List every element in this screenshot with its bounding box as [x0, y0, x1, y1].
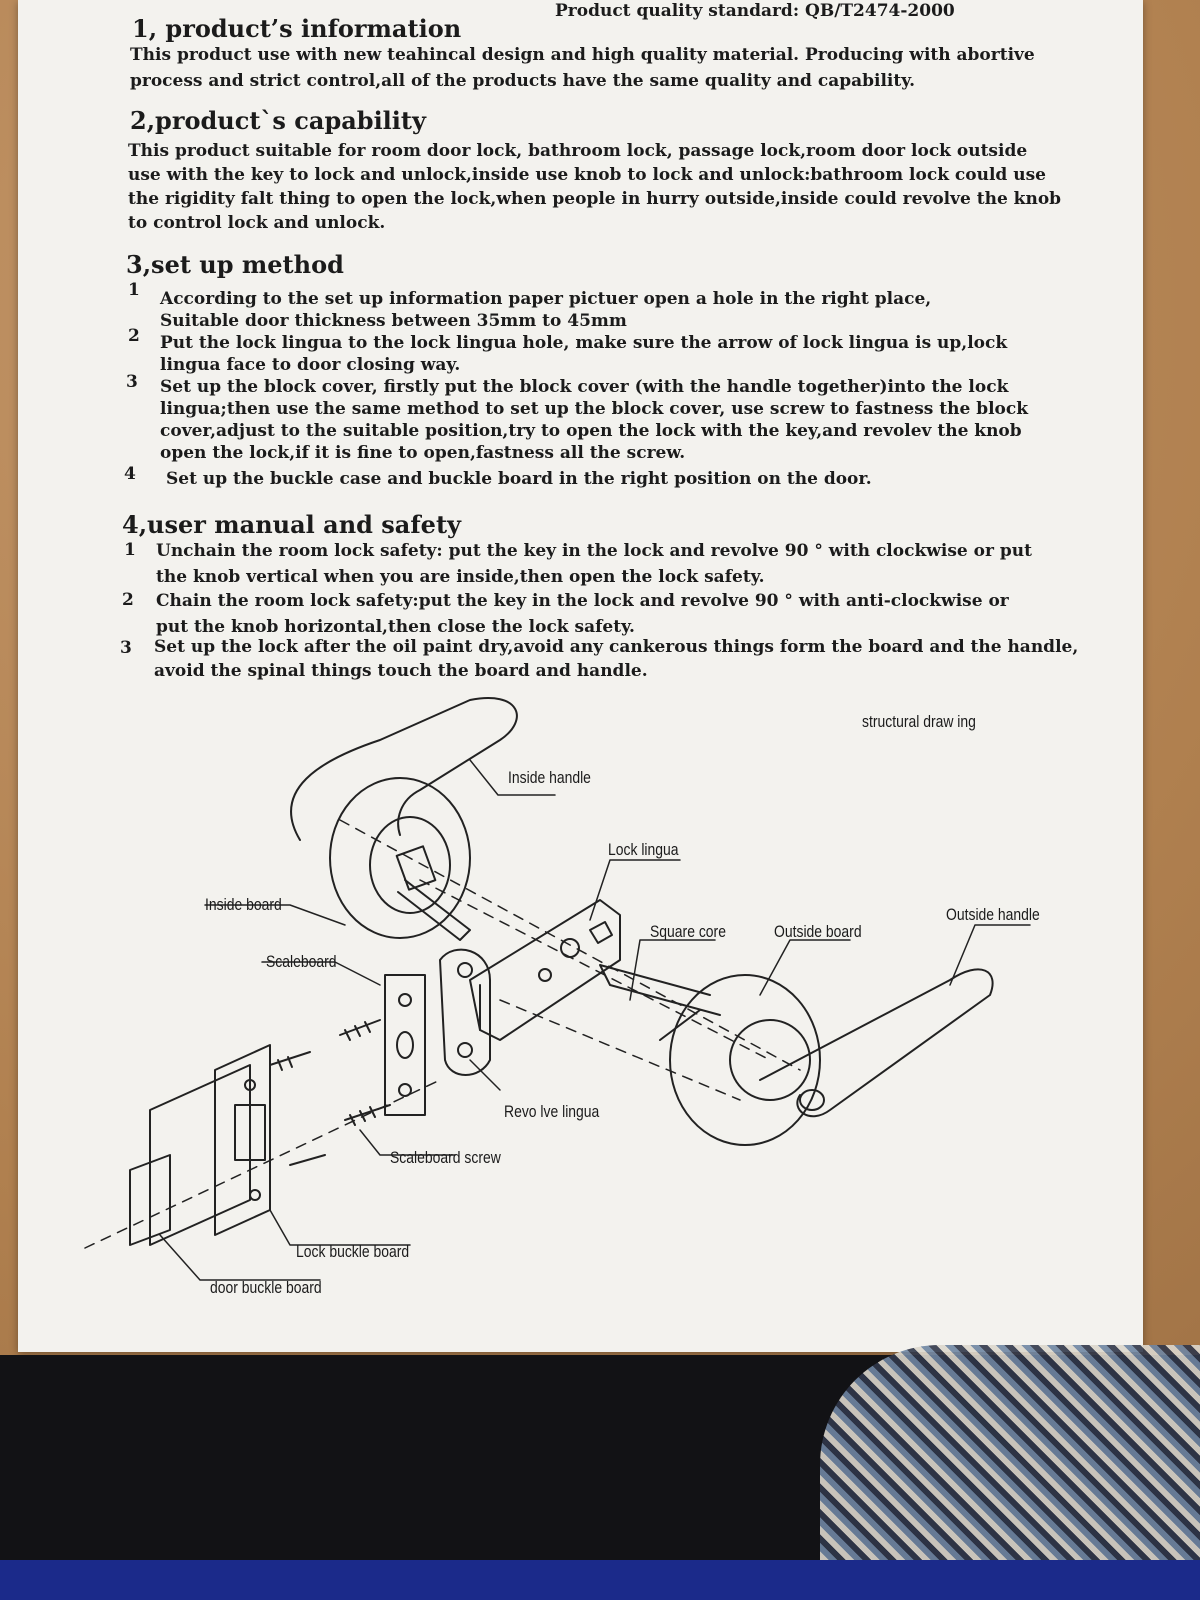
setup-step-number: 2 — [128, 326, 140, 346]
setup-step-line: Set up the buckle case and buckle board … — [166, 469, 872, 489]
quality-standard: Product quality standard: QB/T2474-2000 — [555, 1, 955, 21]
capability-line: This product suitable for room door lock… — [128, 141, 1028, 161]
manual-item-number: 1 — [124, 540, 136, 560]
section-heading-manual: 4,user manual and safety — [122, 510, 461, 539]
label-lock-buckle-board: Lock buckle board — [296, 1242, 410, 1261]
scaleboard-shape — [439, 948, 491, 1076]
setup-step-number: 4 — [124, 464, 136, 484]
section-heading-setup: 3,set up method — [126, 250, 344, 279]
section-heading-capability: 2,product`s capability — [130, 106, 426, 135]
manual-item-number: 3 — [120, 638, 132, 658]
label-outside-handle: Outside handle — [946, 905, 1040, 924]
door-buckle-board-shape — [149, 1064, 251, 1246]
manual-item-line: Unchain the room lock safety: put the ke… — [156, 541, 1032, 561]
manual-item-number: 2 — [122, 590, 134, 610]
info-line: This product use with new teahincal desi… — [130, 45, 1035, 65]
capability-line: the rigidity falt thing to open the lock… — [128, 189, 1062, 209]
outside-rose-shape — [669, 974, 821, 1146]
inside-rose-shape — [329, 777, 471, 939]
manual-item-line: avoid the spinal things touch the board … — [154, 661, 648, 681]
setup-step-line: Put the lock lingua to the lock lingua h… — [160, 333, 1008, 353]
label-lock-lingua: Lock lingua — [608, 840, 679, 859]
label-inside-handle: Inside handle — [508, 768, 591, 787]
setup-step-line: cover,adjust to the suitable position,tr… — [160, 421, 1022, 441]
setup-step-line: open the lock,if it is fine to open,fast… — [160, 443, 686, 463]
setup-step-line: Suitable door thickness between 35mm to … — [160, 311, 627, 331]
diagram-title: structural draw ing — [862, 712, 976, 731]
knit-fabric — [820, 1345, 1200, 1585]
info-line: process and strict control,all of the pr… — [130, 71, 916, 91]
setup-step-line: lingua;then use the same method to set u… — [160, 399, 1029, 419]
instruction-sheet — [18, 0, 1143, 1352]
label-scaleboard-screw: Scaleboard screw — [390, 1148, 501, 1167]
blue-fabric — [0, 1560, 1200, 1600]
section-heading-info: 1, product’s information — [132, 14, 462, 43]
manual-item-line: the knob vertical when you are inside,th… — [156, 567, 765, 587]
label-revolve-lingua: Revo lve lingua — [504, 1102, 600, 1121]
label-inside-board: Inside board — [205, 895, 282, 914]
label-outside-board: Outside board — [774, 922, 862, 941]
manual-item-line: Chain the room lock safety:put the key i… — [156, 591, 1009, 611]
capability-line: to control lock and unlock. — [128, 213, 386, 233]
inside-handle-shape — [290, 697, 518, 841]
setup-step-line: According to the set up information pape… — [160, 289, 932, 309]
label-door-buckle-board: door buckle board — [210, 1278, 322, 1297]
label-scaleboard: Scaleboard — [266, 952, 337, 971]
label-square-core: Square core — [650, 922, 726, 941]
manual-item-line: put the knob horizontal,then close the l… — [156, 617, 635, 637]
manual-item-line: Set up the lock after the oil paint dry,… — [154, 637, 1079, 657]
setup-step-line: lingua face to door closing way. — [160, 355, 461, 375]
setup-step-number: 1 — [128, 280, 140, 300]
setup-step-line: Set up the block cover, firstly put the … — [160, 377, 1009, 397]
outside-handle-shape — [759, 968, 994, 1118]
setup-step-number: 3 — [126, 372, 138, 392]
capability-line: use with the key to lock and unlock,insi… — [128, 165, 1046, 185]
